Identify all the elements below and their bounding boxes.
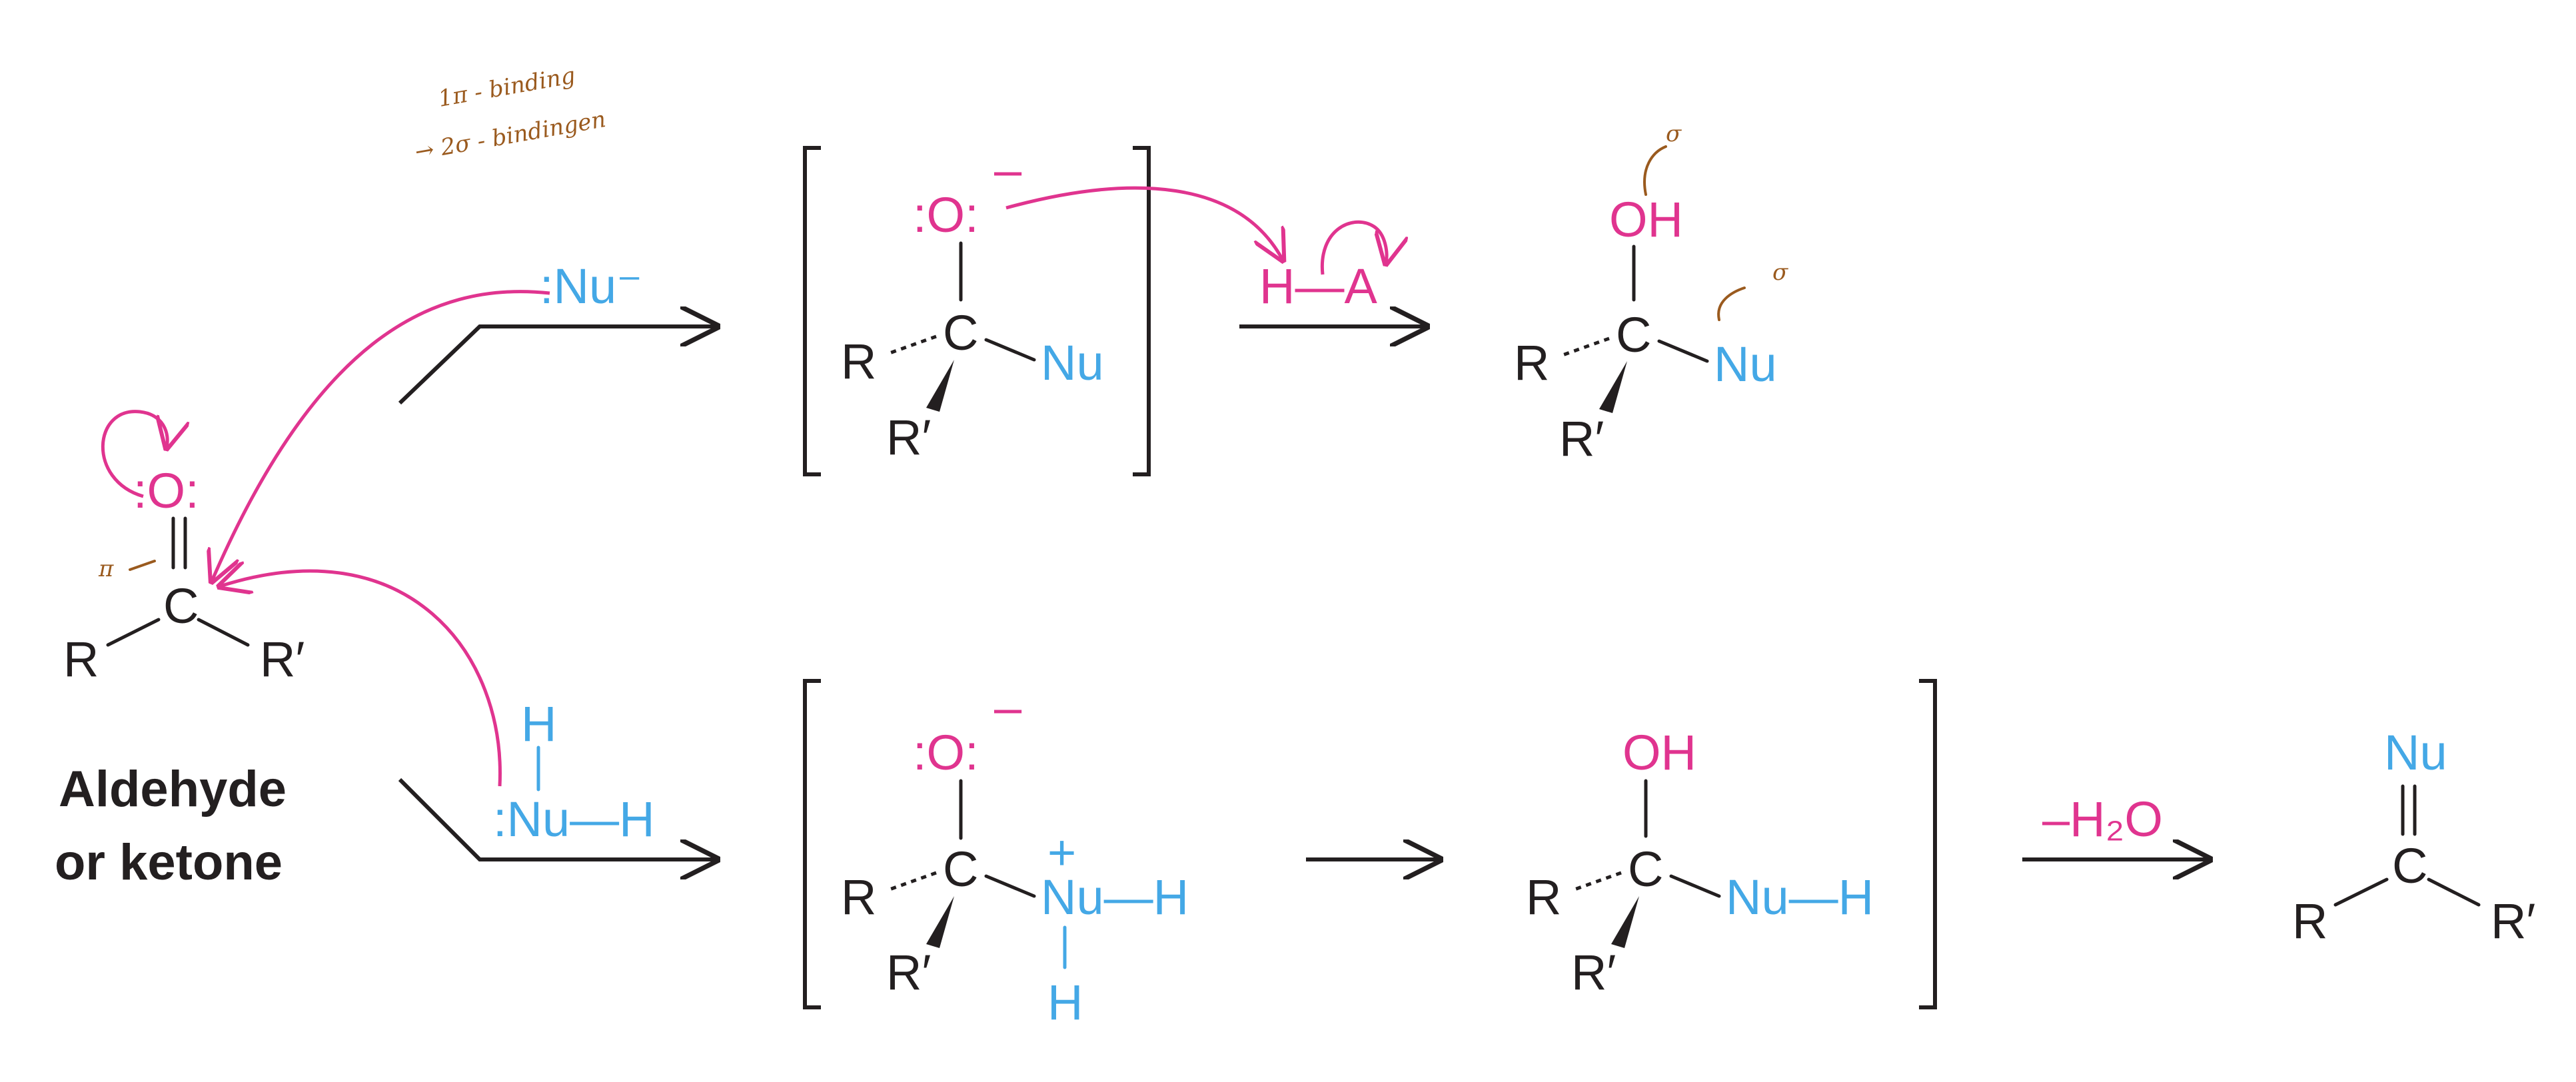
note-line-1: 1π - binding <box>436 62 578 112</box>
top-int-wedge <box>926 360 954 412</box>
bot-int-nu: Nu—H <box>1041 869 1189 925</box>
pi-bond-electron-arrow <box>101 410 167 498</box>
bot-int-r: R <box>841 869 876 925</box>
neutral-nu-h-top: H <box>521 696 556 752</box>
top-prod-rprime: R′ <box>1559 411 1604 466</box>
top-int-carbon: C <box>943 305 978 360</box>
bond-c-r <box>106 618 161 647</box>
h-a-bond-arrow <box>1320 220 1387 275</box>
bot-int-plus: + <box>1047 825 1076 880</box>
top-prod-oh: OH <box>1609 192 1683 247</box>
top-prod-wedge <box>1599 361 1627 413</box>
aldehyde-label: Aldehyde <box>59 761 287 817</box>
pi-dash <box>129 560 156 571</box>
acid-reagent: H—A <box>1259 259 1377 314</box>
top-bracket-right <box>1133 146 1151 476</box>
sigma-mark-1: σ <box>1666 121 1682 147</box>
note-line-2: → 2σ - bindingen <box>413 106 608 166</box>
bot-int-carbon: C <box>943 841 978 897</box>
bot-int-c-nu-bond <box>984 874 1036 898</box>
top-prod-c-nu-bond <box>1657 339 1709 363</box>
pi-mark: π <box>98 556 114 582</box>
bot-int-rprime: R′ <box>886 945 931 1000</box>
bot-neu-rprime: R′ <box>1571 945 1616 1000</box>
bot-neu-carbon: C <box>1628 841 1663 897</box>
bot-int-nu-h: H <box>1047 975 1083 1030</box>
bottom-reaction-arrow <box>398 778 716 859</box>
final-bond-rprime <box>2427 877 2481 907</box>
bot-int-oxygen: :O: <box>913 725 979 780</box>
sigma-mark-2: σ <box>1772 259 1788 286</box>
reactant-carbonyl: :O: C R R′ Aldehyde or ketone <box>55 463 305 891</box>
water-loss-label: –H₂O <box>2042 792 2163 847</box>
top-prod-carbon: C <box>1616 307 1651 362</box>
final-carbon: C <box>2392 838 2427 893</box>
top-int-r: R <box>841 334 876 389</box>
reactant-oxygen: :O: <box>133 463 199 518</box>
reactant-carbon: C <box>163 578 199 634</box>
bot-int-charge: – <box>994 680 1022 735</box>
top-prod-nu: Nu <box>1714 336 1777 392</box>
neutral-nucleophile: H :Nu—H <box>493 696 655 847</box>
bot-int-wedge <box>926 896 954 948</box>
top-product: OH C R Nu R′ <box>1514 192 1777 466</box>
bot-neu-r: R <box>1526 869 1561 925</box>
final-double-bond <box>2401 784 2417 836</box>
reactant-rprime: R′ <box>260 632 305 687</box>
top-int-nu: Nu <box>1041 335 1104 390</box>
bot-neu-nu: Nu—H <box>1726 869 1874 925</box>
bond-c-rprime <box>197 618 250 647</box>
final-nu: Nu <box>2384 725 2447 780</box>
bot-neu-wedge <box>1611 896 1639 948</box>
bottom-neutral-intermediate: OH C R Nu—H R′ <box>1526 725 1874 1000</box>
bot-neu-c-nu-bond <box>1669 874 1721 898</box>
top-intermediate: :O: – C R Nu R′ <box>841 142 1104 465</box>
reactant-r: R <box>63 632 99 687</box>
final-rprime: R′ <box>2491 893 2535 949</box>
carbonyl-double-bond <box>171 516 187 570</box>
oxide-to-h-arrow <box>1005 186 1283 260</box>
sigma-arrow-2 <box>1717 286 1746 321</box>
top-int-oxygen: :O: <box>913 187 979 243</box>
neutral-nu: :Nu—H <box>493 792 655 847</box>
top-prod-r: R <box>1514 335 1549 390</box>
bottom-intermediate: :O: – C R Nu—H + H R′ <box>841 680 1189 1030</box>
sigma-arrow-1 <box>1643 145 1667 196</box>
neutral-attack-arrow <box>220 571 502 787</box>
bot-int-dash-bond <box>889 871 937 891</box>
top-reaction-arrow <box>398 326 716 405</box>
top-int-charge: – <box>994 142 1022 197</box>
ketone-label: or ketone <box>55 834 283 891</box>
bottom-bracket-left <box>803 679 821 1009</box>
anion-attack-arrow <box>212 290 550 581</box>
final-r: R <box>2292 893 2327 949</box>
top-int-rprime: R′ <box>886 410 931 465</box>
bottom-bracket-right <box>1919 679 1937 1009</box>
bot-neu-oh: OH <box>1622 725 1696 780</box>
anionic-nucleophile: :Nu⁻ <box>540 259 642 314</box>
final-bond-r <box>2333 877 2389 907</box>
final-product: Nu C R R′ <box>2292 725 2535 949</box>
top-bracket-left <box>803 146 821 476</box>
top-int-dash-bond <box>889 334 937 355</box>
bot-neu-dash-bond <box>1574 871 1622 891</box>
top-int-c-nu-bond <box>984 338 1036 362</box>
top-prod-dash-bond <box>1562 336 1610 357</box>
